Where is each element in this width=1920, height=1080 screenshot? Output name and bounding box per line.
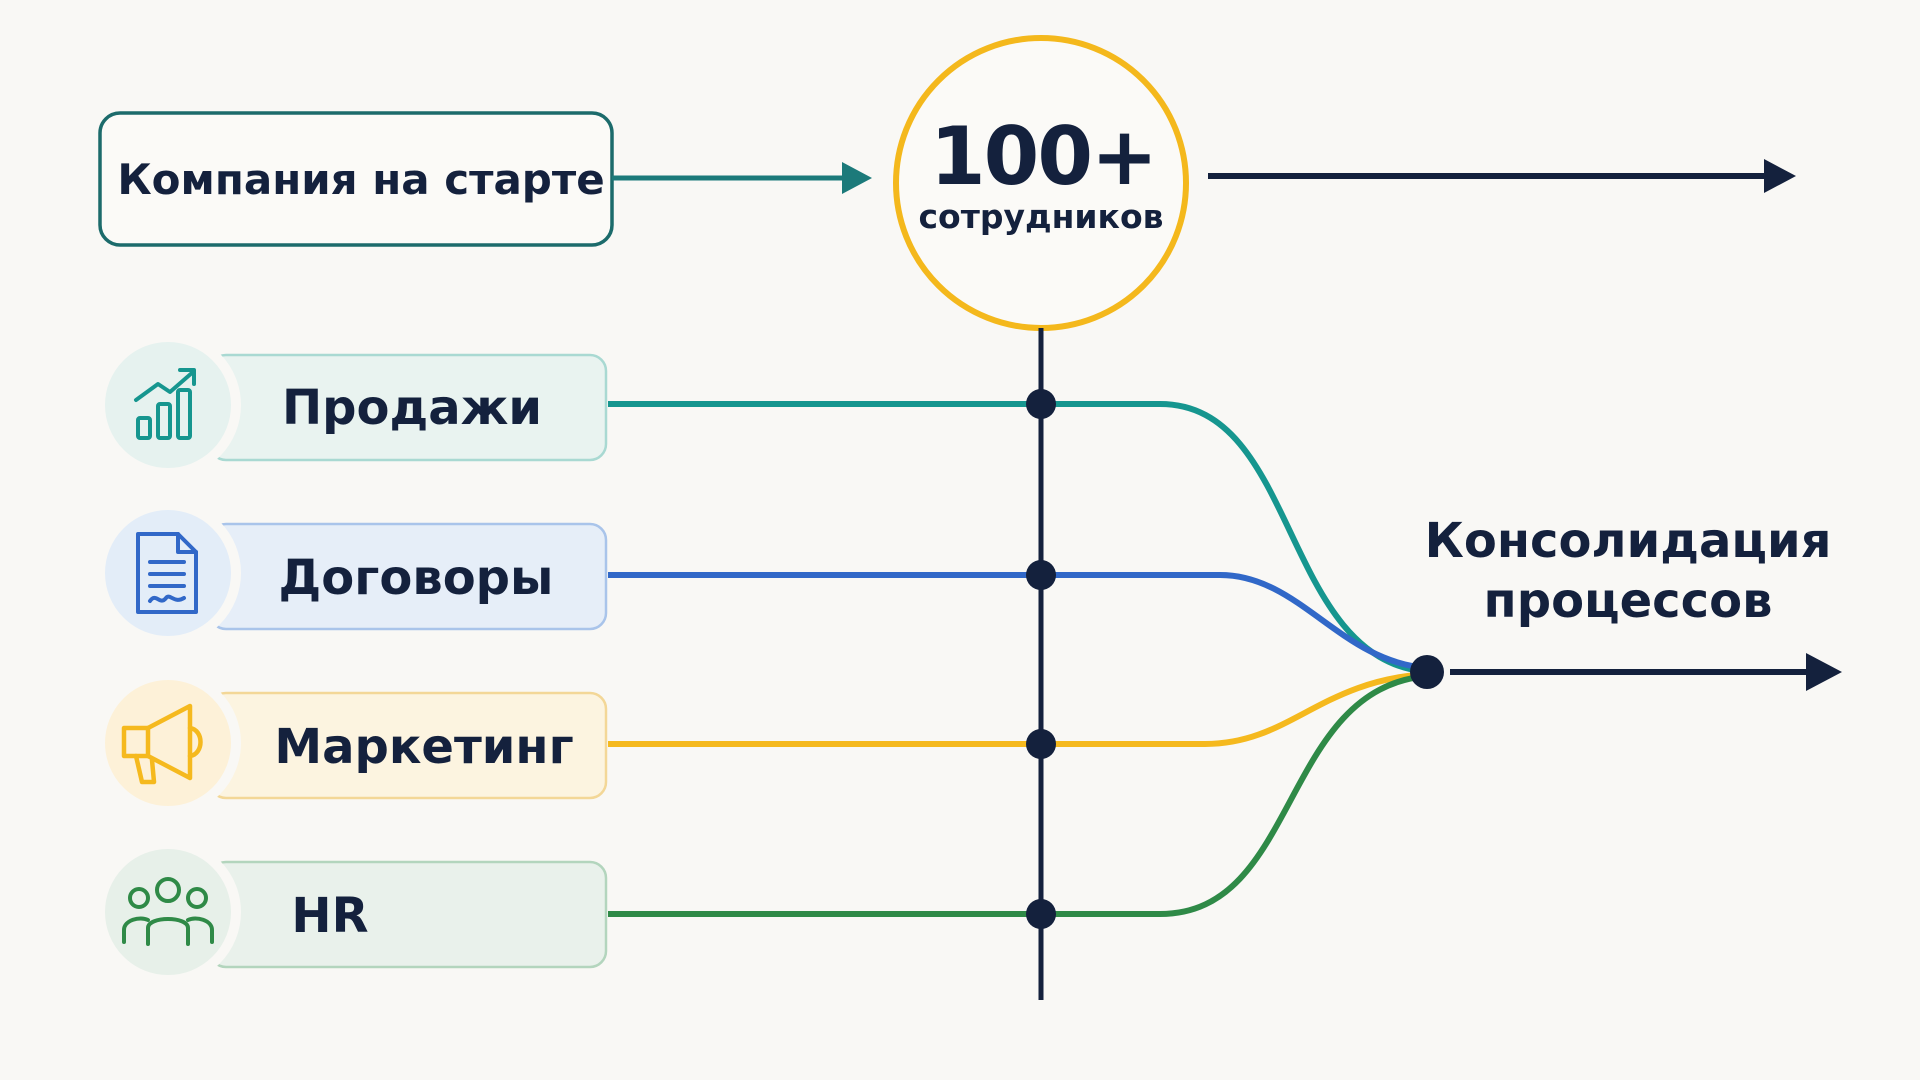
start-arrow	[612, 162, 872, 194]
milestone-value: 100+	[930, 110, 1156, 203]
department-row-marketing: Маркетинг	[95, 670, 1429, 816]
timeline-node	[1026, 729, 1056, 759]
department-icon-badge	[95, 839, 241, 985]
timeline-node	[1026, 389, 1056, 419]
merge-curve	[1041, 401, 1429, 675]
milestone-caption: сотрудников	[918, 197, 1163, 236]
timeline-node	[1026, 560, 1056, 590]
growth-arrow	[1208, 159, 1796, 193]
result-title-line2: процессов	[1484, 573, 1773, 629]
result-arrow-head	[1806, 653, 1842, 691]
department-label: Маркетинг	[274, 719, 573, 775]
department-icon-badge	[95, 670, 241, 816]
start-box-label: Компания на старте	[117, 155, 604, 204]
merge-curve	[1041, 671, 1429, 747]
team-icon	[122, 877, 214, 946]
milestone-circle: 100+ сотрудников	[893, 35, 1189, 331]
megaphone-icon	[121, 703, 203, 785]
result-title-line1: Консолидация	[1425, 513, 1832, 569]
timeline-node	[1026, 899, 1056, 929]
department-row-contracts: Договоры	[95, 500, 1429, 671]
start-box: Компания на старте	[98, 111, 614, 247]
department-row-sales: Продажи	[95, 332, 1429, 675]
department-row-hr: HR	[95, 673, 1429, 985]
timeline-nodes	[1026, 389, 1056, 929]
department-tag	[208, 860, 608, 969]
consolidation-result: Консолидация процессов	[1410, 513, 1842, 691]
merge-node	[1410, 655, 1444, 689]
department-label: Продажи	[282, 380, 542, 436]
merge-curve	[1041, 673, 1429, 917]
document-icon	[136, 532, 198, 614]
growth-chart-icon	[134, 368, 196, 440]
department-label: HR	[291, 888, 368, 944]
department-label: Договоры	[279, 550, 554, 606]
merge-curve	[1041, 572, 1429, 671]
